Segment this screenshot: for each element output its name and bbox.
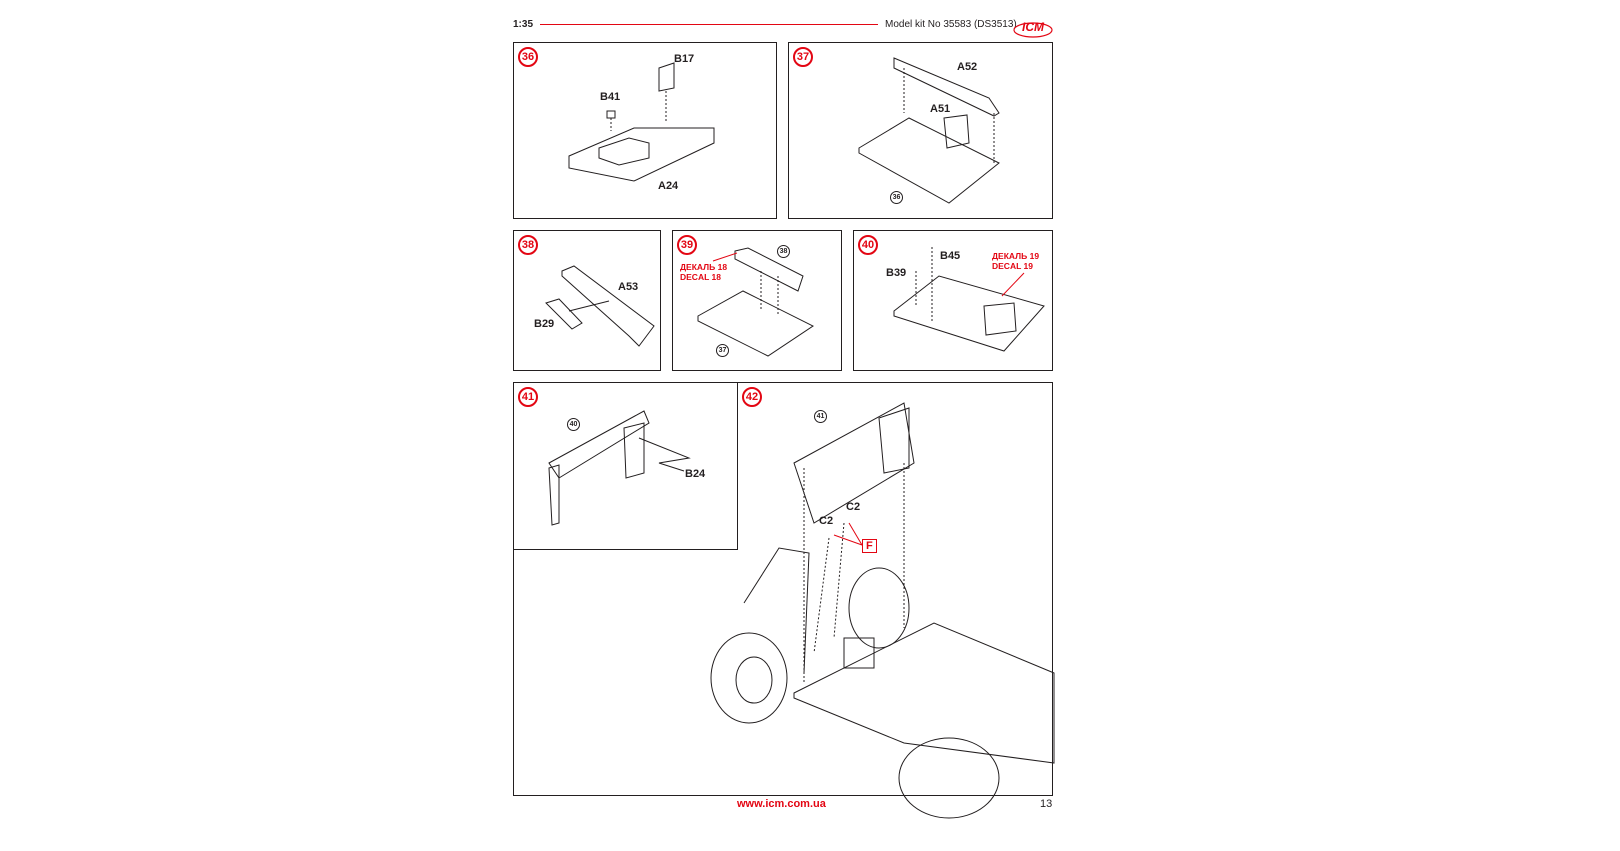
part-label-a51: A51 bbox=[930, 103, 951, 115]
part-label-b24: B24 bbox=[685, 468, 706, 480]
step-37-drawing bbox=[858, 57, 1000, 204]
step-number: 39 bbox=[677, 235, 697, 255]
svg-text:ICM: ICM bbox=[1022, 20, 1045, 34]
decal-label-en: DECAL 19 bbox=[992, 261, 1033, 271]
header-rule bbox=[540, 24, 878, 25]
part-label-a53: A53 bbox=[618, 281, 639, 293]
decal-label-ru: ДЕКАЛЬ 18 bbox=[680, 262, 728, 272]
part-label-b39: B39 bbox=[886, 267, 907, 279]
step-38-panel: 38 A53 B29 bbox=[513, 230, 661, 371]
step-37-panel: 37 A52 A51 36 bbox=[788, 42, 1053, 219]
step-number: 38 bbox=[518, 235, 538, 255]
step-number: 40 bbox=[858, 235, 878, 255]
step-number: 36 bbox=[518, 47, 538, 67]
step-reference-40: 40 bbox=[567, 418, 580, 431]
part-label-a52: A52 bbox=[957, 61, 978, 73]
step-36-drawing bbox=[568, 62, 715, 182]
part-label-c2: C2 bbox=[819, 515, 834, 527]
scale-label: 1:35 bbox=[513, 19, 534, 30]
option-flag-f: F bbox=[862, 539, 877, 553]
part-label-b29: B29 bbox=[534, 318, 555, 330]
step-36-panel: 36 B17 B41 A24 bbox=[513, 42, 777, 219]
step-41-panel: 41 B24 40 bbox=[513, 382, 738, 550]
step-reference-37: 37 bbox=[716, 344, 729, 357]
step-40-drawing bbox=[893, 247, 1045, 352]
part-label-b17: B17 bbox=[674, 53, 695, 65]
step-number: 42 bbox=[742, 387, 762, 407]
part-label-a24: A24 bbox=[658, 180, 679, 192]
footer-url[interactable]: www.icm.com.ua bbox=[737, 798, 826, 810]
icm-logo: ICM bbox=[1012, 16, 1054, 40]
decal-label-en: DECAL 18 bbox=[680, 272, 721, 282]
page-number: 13 bbox=[1040, 798, 1053, 810]
decal-label-ru: ДЕКАЛЬ 19 bbox=[992, 251, 1040, 261]
step-42-drawing bbox=[710, 402, 1055, 819]
part-label-b45: B45 bbox=[940, 250, 961, 262]
step-38-drawing bbox=[545, 265, 655, 347]
part-label-c2: C2 bbox=[846, 501, 861, 513]
step-41-drawing bbox=[548, 410, 691, 526]
step-reference-41: 41 bbox=[814, 410, 827, 423]
part-label-b41: B41 bbox=[600, 91, 621, 103]
step-reference-36: 36 bbox=[890, 191, 903, 204]
step-number: 37 bbox=[793, 47, 813, 67]
step-39-drawing bbox=[697, 247, 814, 357]
step-reference-38: 38 bbox=[777, 245, 790, 258]
step-number: 41 bbox=[518, 387, 538, 407]
model-kit-title: Model kit No 35583 (DS3513) bbox=[885, 19, 1017, 30]
